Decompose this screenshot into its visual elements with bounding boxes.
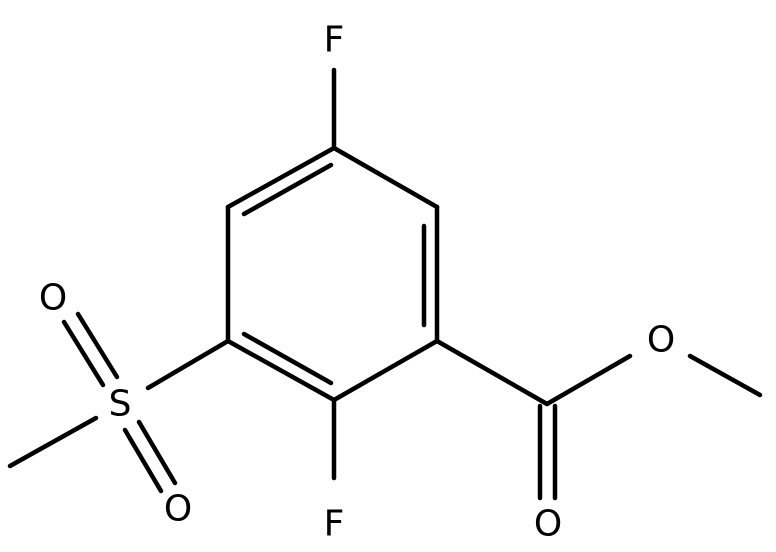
ring-bond-c3-c4 <box>331 338 440 403</box>
ring-bond-c6-c1-inner <box>241 162 334 217</box>
ring-bond-c4-c5-inner <box>241 331 334 386</box>
atom-label-o-ester-double: O <box>534 504 562 545</box>
bond-sulfur-o-lower-b <box>136 419 178 486</box>
bond-o-methyl <box>687 353 763 398</box>
bond-ring-carbonyl <box>434 338 550 407</box>
atom-label-f-top: F <box>324 20 345 61</box>
bond-sulfur-methyl <box>7 415 99 469</box>
benzene-ring <box>225 145 440 403</box>
atom-label-o-ester-single: O <box>647 320 675 361</box>
ring-bond-c1-c2 <box>331 145 440 210</box>
atom-label-sulfur: S <box>109 384 132 425</box>
bond-sulfur-o-lower-a <box>122 427 164 494</box>
ring-bond-c4-c5 <box>225 338 337 403</box>
bond-carbonyl-o-single <box>544 353 633 407</box>
ring-bond-c6-c1 <box>225 145 337 210</box>
atom-label-o-sulfonyl-lower: O <box>164 489 192 530</box>
atom-label-f-bottom: F <box>324 504 345 545</box>
bond-sulfur-o-upper-a <box>61 319 106 388</box>
bond-sulfur-o-upper-b <box>75 311 120 380</box>
atom-label-o-sulfonyl-upper: O <box>39 278 67 319</box>
bond-ring-sulfur <box>145 338 231 391</box>
